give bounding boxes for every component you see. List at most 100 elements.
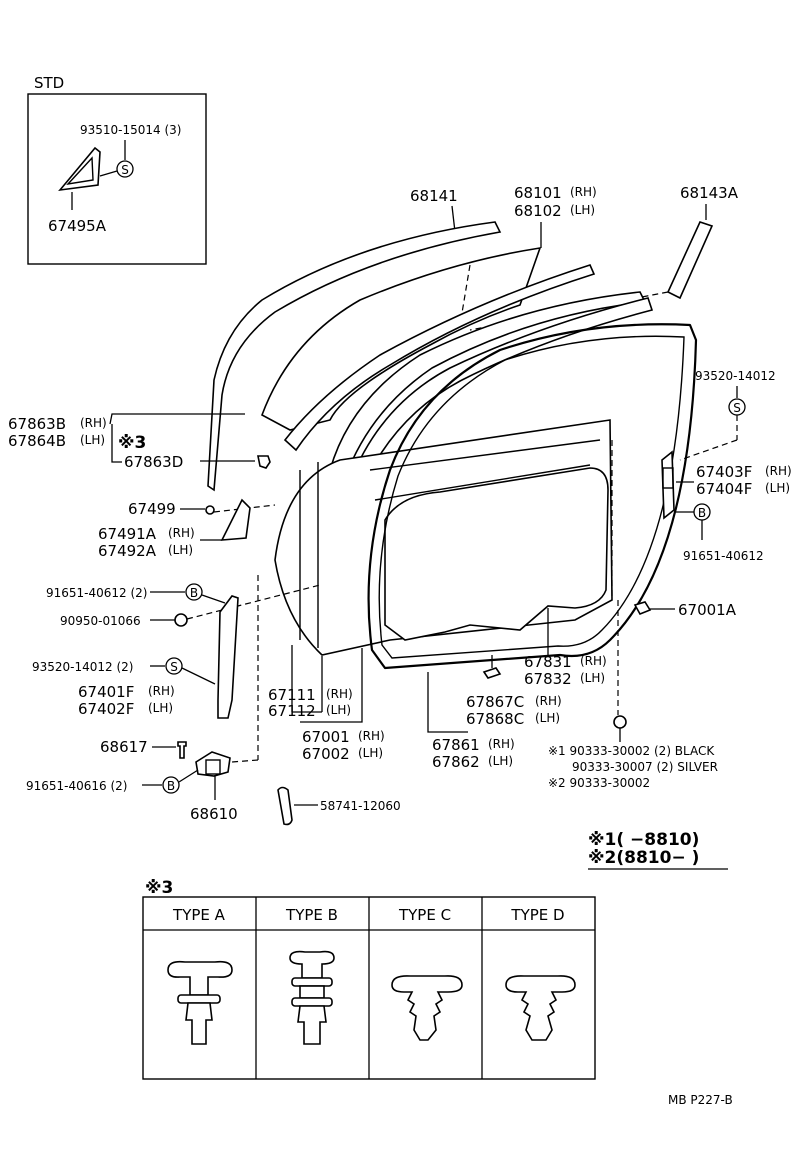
label-67867c-side: (RH) [535,694,562,708]
label-67867c: 67867C [466,693,524,711]
hinge-part [195,751,231,777]
label-67868c: 67868C [466,710,524,728]
label-67111: 67111 [268,686,316,704]
label-67112-side: (LH) [326,703,351,717]
type-c-header: TYPE C [398,906,451,924]
bolt-b-lower-mark: B [167,779,175,793]
clip-icon [257,455,271,469]
leader-67863b-bracket [111,424,122,463]
label-68143a: 68143A [680,184,739,202]
label-67403f: 67403F [696,463,752,481]
screw-s-icon [116,160,134,178]
triangle-cover-part [220,498,251,541]
footer-ref: MB P227-B [668,1093,733,1107]
screw-s-right-mark: S [733,401,741,415]
label-67111-side: (RH) [326,687,353,701]
label-91651-left: 91651-40612 (2) [46,586,148,600]
rear-channel-bracket [662,467,674,489]
service-hole-cover-part [384,467,609,641]
std-part-label: 67495A [48,217,107,235]
legend-line-1: ※1( −8810) [588,830,699,850]
label-67492a: 67492A [98,542,157,560]
label-67862: 67862 [432,753,480,771]
label-91651-40616: 91651-40616 (2) [26,779,128,793]
front-lower-channel-part [217,595,239,719]
label-58741: 58741-12060 [320,799,401,813]
label-67868c-side: (LH) [535,711,560,725]
label-67491a-side: (RH) [168,526,195,540]
leader-67001 [300,648,363,723]
door-shell-beam [369,439,601,471]
label-67864b-side: (LH) [80,433,105,447]
label-67404f: 67404F [696,480,752,498]
std-screw-leader [99,170,118,177]
label-67862-side: (LH) [488,754,513,768]
label-67863b: 67863B [8,415,66,433]
label-67492a-side: (LH) [168,543,193,557]
label-67499: 67499 [128,500,176,518]
frame-inner-part [348,297,654,490]
clip-type-a-icon [167,960,233,1045]
label-67831-side: (RH) [580,654,607,668]
note-1: ※1 90333-30002 (2) BLACK [548,744,715,758]
types-heading: ※3 [145,878,173,898]
bolt-b-to-channel [201,594,226,604]
label-93520-top: 93520-14012 [695,369,776,383]
label-67001: 67001 [302,728,350,746]
label-68141: 68141 [410,187,458,205]
corner-cover-inner [66,156,94,186]
std-bolt-label: 93510-15014 (3) [80,123,182,137]
label-67832: 67832 [524,670,572,688]
belt-moulding-part [283,264,596,452]
label-67831: 67831 [524,653,572,671]
label-68101: 68101 [514,184,562,202]
screw-s-left-icon [165,657,183,675]
drain-seal-part [277,786,293,826]
note-2: ※2 90333-30002 [548,776,650,790]
label-67112: 67112 [268,702,316,720]
label-68102-side: (LH) [570,203,595,217]
corner-cover-icon [58,146,101,192]
label-67402f-side: (LH) [148,701,173,715]
screw-s-left-to-channel [181,667,216,685]
run-channel-part [207,221,502,492]
label-67864b: 67864B [8,432,66,450]
bumper-icon [633,601,652,616]
door-glass-part [261,247,542,431]
pin-icon [177,741,187,759]
type-b-header: TYPE B [285,906,338,924]
label-68610: 68610 [190,805,238,823]
screw-s-left-mark: S [170,660,178,674]
nut-dash [186,584,321,620]
label-67002-side: (LH) [358,746,383,760]
plug-icon [613,715,627,729]
label-67403f-side: (RH) [765,464,792,478]
leader-67863b [109,413,245,425]
std-box-frame [27,93,207,265]
label-67404f-side: (LH) [765,481,790,495]
std-screw-mark: S [121,163,129,177]
label-mark3: ※3 [118,433,146,453]
clip-c-icon [482,667,502,679]
label-67861-side: (RH) [488,737,515,751]
clip-type-b-icon [289,950,335,1045]
bolt-b-lower-to-hinge [178,769,199,783]
label-67861: 67861 [432,736,480,754]
door-shell-beam-2 [374,464,591,501]
label-68617: 68617 [100,738,148,756]
screw-right-dash-2 [679,439,738,461]
label-93520-left: 93520-14012 (2) [32,660,134,674]
label-91651-right: 91651-40612 [683,549,764,563]
door-weatherstrip-inner [378,335,685,659]
hinge-dash-2 [231,759,259,763]
bolt-b-right-mark: B [698,506,706,520]
rear-channel-part [661,450,675,520]
type-a-header: TYPE A [172,906,226,924]
note-1b: 90333-30007 (2) SILVER [572,760,718,774]
label-67402f: 67402F [78,700,134,718]
legend-line-2: ※2(8810− ) [588,848,699,868]
bolt-b-icon [185,583,203,601]
type-d-header: TYPE D [510,906,564,924]
